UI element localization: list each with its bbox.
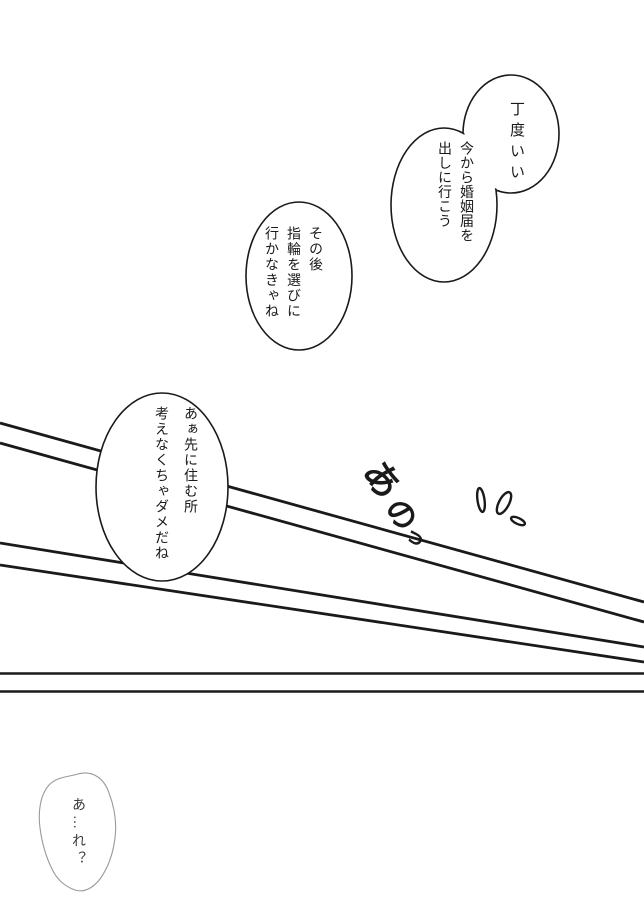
speech-bubble-marriage-fill [392,129,496,281]
speech-text-just-right: 丁度いい [508,101,524,185]
speech-bubble-just-right-fill [464,76,558,192]
weak-bubble-confused-shape [38,772,117,892]
perspective-line-1 [0,421,644,604]
weak-bubble-text-confused: あ…れ？ [70,797,85,869]
speech-bubble-housing-shape [95,392,229,582]
emphasis-marks [475,486,527,527]
speech-bubble-ring-shape [245,201,353,351]
speech-text-ring: その後 指輪を選びに 行かなきゃね [263,226,322,319]
speech-text-marriage-registration: 今から婚姻届を 出しに行こう [436,141,473,243]
emphasis-mark-3 [509,515,527,527]
perspective-line-4 [0,563,644,664]
perspective-line-3 [0,541,644,649]
emphasis-mark-1 [475,486,487,514]
speech-bubble-merged-shape [390,74,560,283]
emphasis-mark-2 [495,490,513,516]
speech-text-housing: あぁ先に住む所 考えなくちゃダメだね [153,406,197,561]
